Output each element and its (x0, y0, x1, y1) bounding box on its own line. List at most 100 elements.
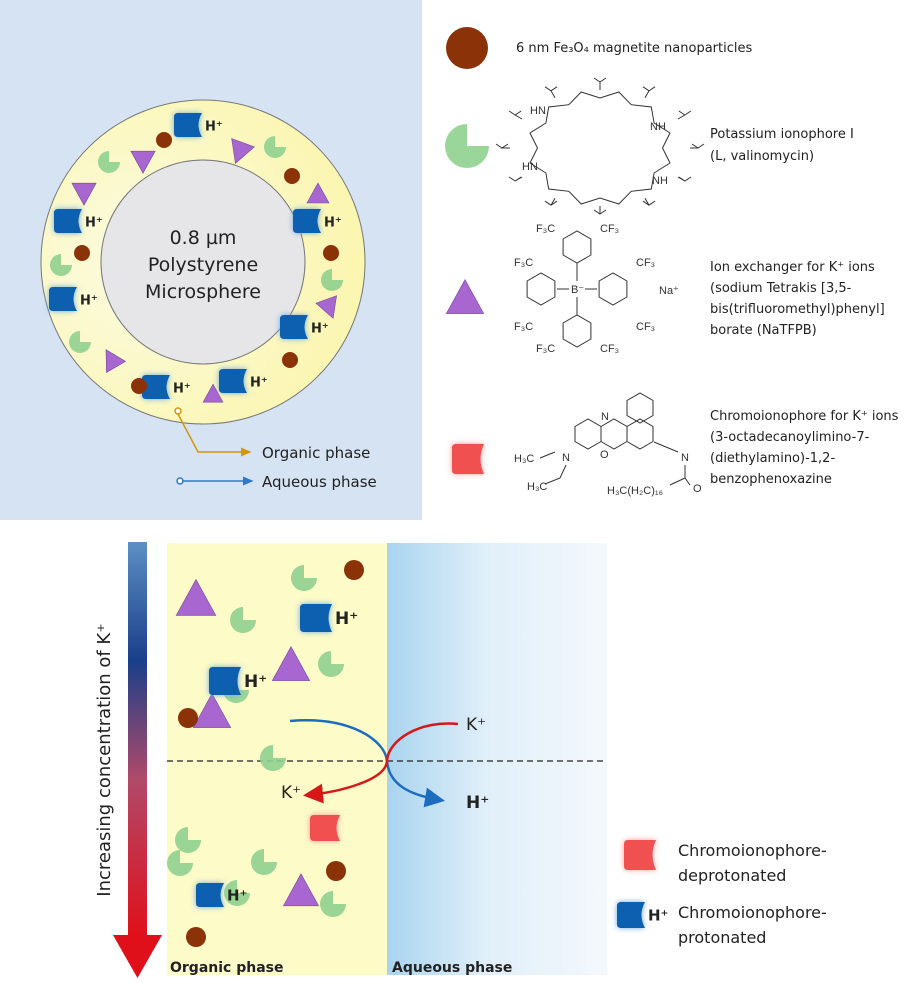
sodium-label: Na⁺ (659, 285, 679, 297)
cf3-label: CF₃ (636, 321, 655, 333)
ionophore-icon (224, 880, 250, 906)
ion-exchanger-icon (271, 645, 311, 681)
core-size-label: 0.8 µm (170, 227, 237, 249)
n-label: N (681, 452, 689, 464)
cf3-label: F₃C (536, 223, 555, 235)
proton-label: H⁺ (335, 609, 358, 629)
ion-exchanger-icon (306, 182, 330, 204)
ring-bond (600, 418, 628, 450)
chromoionophore-protonated: H⁺ (174, 113, 223, 137)
nanoparticle (323, 245, 339, 261)
ionophore-icon (98, 151, 120, 173)
chromo-body (452, 444, 484, 474)
ionophore-icon (230, 607, 256, 633)
chromo-body (142, 375, 170, 399)
concentration-axis-label: Increasing concentration of K⁺ (94, 623, 115, 896)
side-chain-bond (677, 176, 692, 182)
complexed-k-label: K⁺ (281, 783, 301, 803)
legend-exchanger-2: (sodium Tetrakis [3,5- (710, 281, 852, 296)
legend-protonated-1: Chromoionophore- (678, 903, 827, 922)
ion-exchanger-icon (315, 295, 337, 319)
side-chain-bond (677, 110, 692, 120)
organic-phase-caption: Organic phase (170, 960, 283, 976)
legend-chromo-4: benzophenoxazine (710, 472, 832, 487)
proton-label: H⁺ (324, 215, 342, 230)
ionophore-icon (264, 136, 286, 158)
ring-bond (574, 418, 602, 450)
chromoionophore-deprotonated (452, 444, 484, 474)
boron-bond (557, 263, 597, 315)
legend-ionophore-2: (L, valinomycin) (710, 149, 814, 164)
substituent-bond (539, 441, 691, 486)
proton-label: H⁺ (227, 886, 247, 904)
chromo-body (209, 667, 241, 695)
legend-exchanger-1: Ion exchanger for K⁺ ions (710, 260, 875, 275)
cf3-label: CF₃ (600, 223, 619, 235)
core-type-label: Microsphere (145, 281, 261, 303)
ionophore-icon (321, 269, 343, 291)
ionophore-icon (291, 565, 317, 591)
ring-bond (562, 230, 592, 264)
h3c-label: H₃C (527, 481, 547, 493)
legend-chromo-3: (diethylamino)-1,2- (710, 451, 835, 466)
legend-deprotonated-1: Chromoionophore- (678, 841, 827, 860)
chromoionophore-protonated: H⁺ (142, 375, 191, 399)
nanoparticle (186, 927, 206, 947)
side-chain-bond (508, 176, 523, 182)
chromoionophore-protonated: H⁺ (219, 369, 268, 393)
cf3-label: CF₃ (636, 257, 655, 269)
ionophore-icon (167, 850, 193, 876)
nanoparticle (178, 708, 198, 728)
ionophore-icon (175, 827, 201, 853)
chromoionophore-protonated: H⁺ (293, 209, 342, 233)
polystyrene-core (100, 159, 306, 365)
h3c-label: H₃C (514, 453, 534, 465)
legend-deprotonated-2: deprotonated (678, 866, 786, 885)
ion-exchanger-icon (282, 873, 320, 907)
chromo-body (293, 209, 321, 233)
o-label: O (600, 449, 609, 461)
side-chain-bond (544, 197, 558, 206)
legend-nanoparticles: 6 nm Fe₃O₄ magnetite nanoparticles (516, 41, 752, 56)
proton-label: H⁺ (311, 321, 329, 336)
hn-label: HN (522, 161, 538, 173)
ionophore-icon (260, 745, 286, 771)
potassium-uptake-arrow (303, 722, 459, 804)
organic-phase-pointer (177, 413, 252, 457)
chromoionophore-deprotonated (624, 840, 656, 870)
aqueous-k-label: K⁺ (466, 715, 486, 735)
chromo-body (624, 840, 656, 870)
released-h-label: H⁺ (466, 793, 489, 813)
hn-label: HN (530, 105, 546, 117)
ion-exchanger-icon (71, 182, 97, 206)
legend-chromo-1: Chromoionophore for K⁺ ions (710, 409, 899, 424)
chromo-body (219, 369, 247, 393)
nanoparticle (156, 132, 172, 148)
side-chain-bond (593, 206, 607, 215)
nanoparticle (344, 560, 364, 580)
aqueous-phase-pointer-dot (176, 477, 184, 485)
nh-label: NH (650, 121, 666, 133)
proton-label: H⁺ (250, 375, 268, 390)
side-chain-bond (495, 143, 510, 149)
ring-bond (626, 392, 654, 424)
chromoionophore-protonated: H⁺ (300, 604, 358, 632)
chromoionophore-protonated: H⁺ (617, 902, 668, 928)
side-chain-bond (690, 143, 705, 149)
chromo-body (310, 815, 340, 841)
chromoionophore-protonated: H⁺ (280, 315, 329, 339)
aqueous-phase-caption: Aqueous phase (392, 960, 512, 976)
proton-label: H⁺ (205, 119, 223, 134)
n-label: N (562, 452, 570, 464)
chromoionophore-protonated: H⁺ (209, 667, 267, 695)
legend-chromo-2: (3-octadecanoylimino-7- (710, 430, 870, 445)
aqueous-phase-label: Aqueous phase (262, 473, 377, 491)
legend-protonated-2: protonated (678, 928, 766, 947)
aqueous-phase-region (387, 543, 607, 975)
chromo-body (300, 604, 332, 632)
ion-exchanger-icon (130, 150, 156, 174)
nanoparticle (131, 378, 147, 394)
n-label: N (601, 411, 609, 423)
